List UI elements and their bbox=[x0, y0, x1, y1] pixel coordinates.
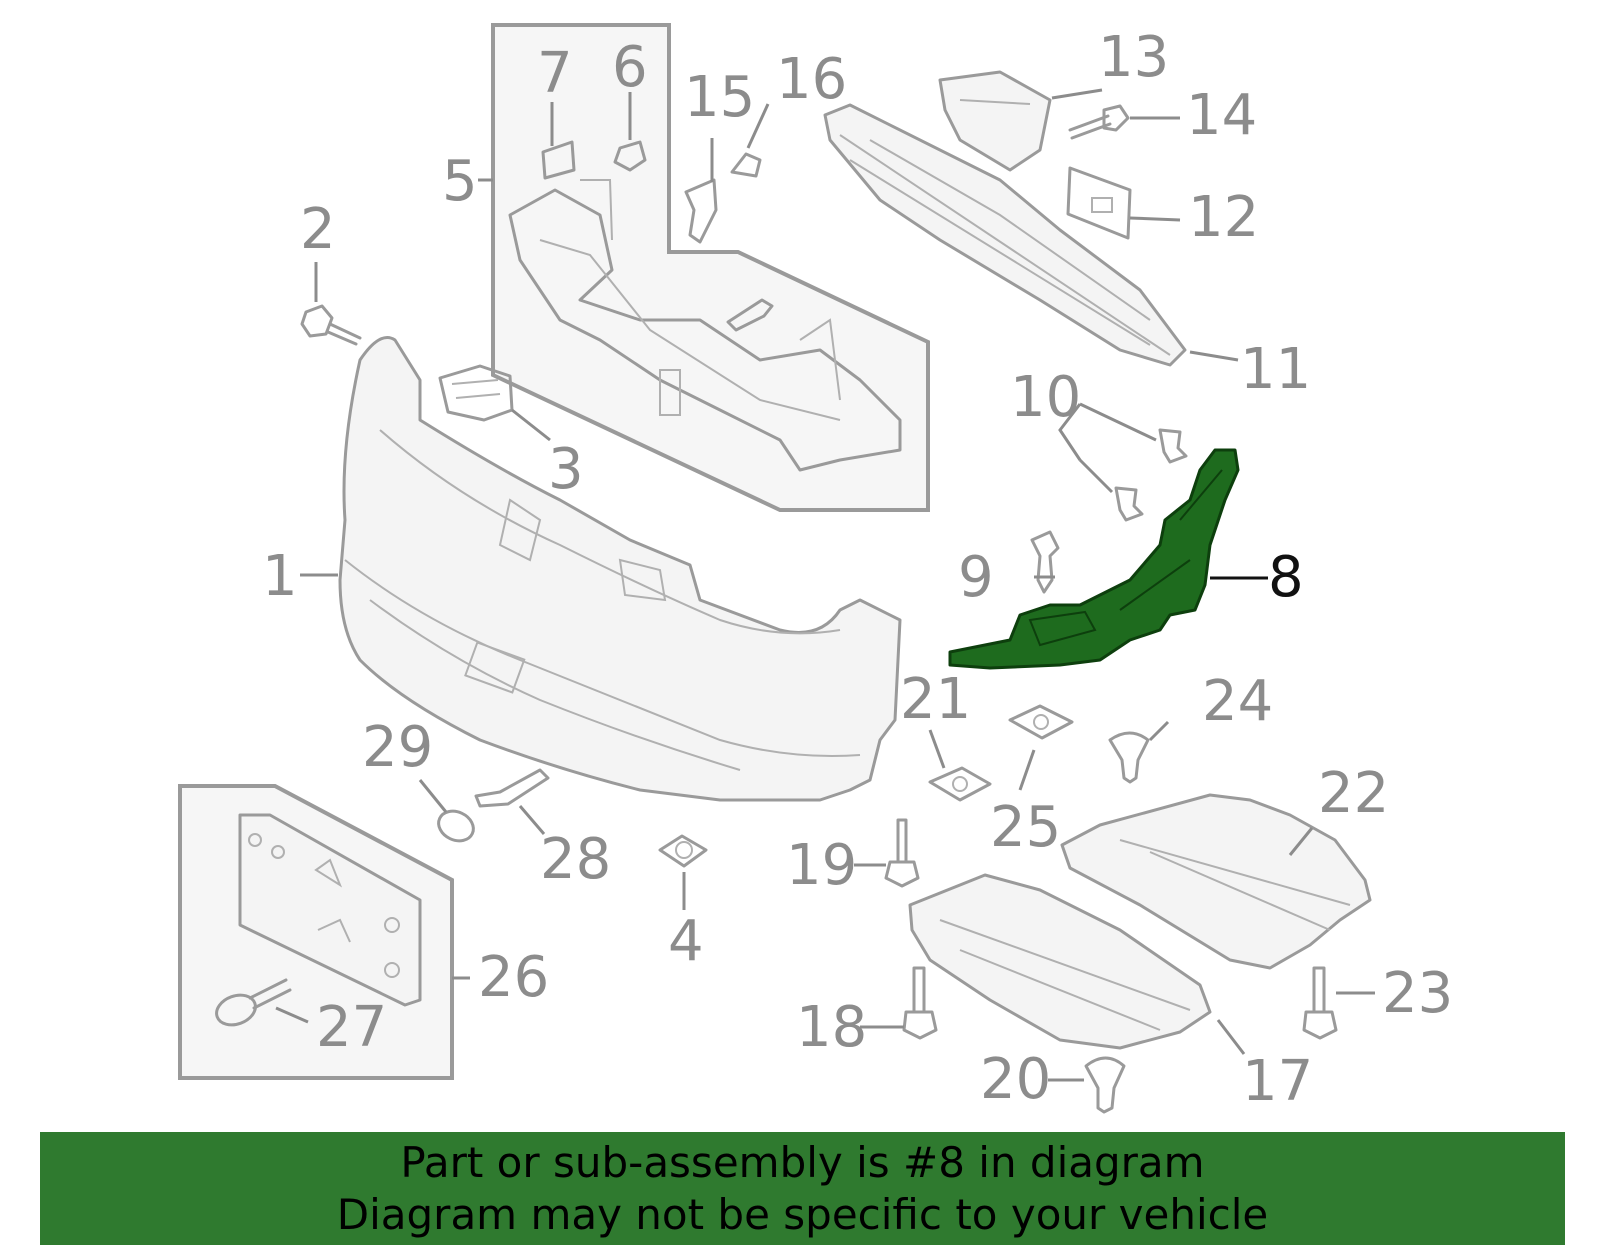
callout-13: 13 bbox=[1098, 25, 1169, 90]
banner-line-1: Part or sub-assembly is #8 in diagram bbox=[400, 1137, 1205, 1187]
banner-line-2: Diagram may not be specific to your vehi… bbox=[336, 1189, 1269, 1239]
clip-10a[interactable] bbox=[1158, 428, 1188, 464]
bolt-19[interactable] bbox=[884, 818, 920, 888]
under-cover-22[interactable] bbox=[1060, 793, 1372, 970]
callout-4: 4 bbox=[668, 909, 704, 974]
group-5-box bbox=[491, 23, 930, 512]
bolt-inside-box bbox=[726, 298, 774, 332]
bolt-18[interactable] bbox=[902, 966, 938, 1040]
plate-12[interactable] bbox=[1066, 166, 1132, 240]
callout-18: 18 bbox=[796, 995, 867, 1060]
callout-14: 14 bbox=[1186, 83, 1257, 148]
bolt-23[interactable] bbox=[1302, 966, 1338, 1040]
push-pin-20[interactable] bbox=[1084, 1056, 1126, 1114]
bracket-3[interactable] bbox=[438, 364, 514, 422]
callout-20: 20 bbox=[980, 1047, 1051, 1112]
callout-12: 12 bbox=[1188, 185, 1259, 250]
plug-29[interactable] bbox=[434, 806, 478, 847]
callout-27: 27 bbox=[316, 995, 387, 1060]
bolt-14[interactable] bbox=[1068, 104, 1130, 140]
pad-7[interactable] bbox=[541, 140, 576, 180]
clip-10b[interactable] bbox=[1114, 486, 1144, 522]
bolt-2[interactable] bbox=[300, 304, 362, 346]
bracket-8-highlighted[interactable] bbox=[948, 448, 1240, 670]
leader-lines bbox=[275, 88, 1375, 1082]
bumper-cover[interactable] bbox=[338, 336, 902, 802]
callout-5: 5 bbox=[442, 149, 478, 214]
push-pin-9[interactable] bbox=[1030, 530, 1060, 594]
grille-11[interactable] bbox=[823, 103, 1187, 367]
callout-7: 7 bbox=[537, 41, 573, 106]
callout-23: 23 bbox=[1382, 961, 1453, 1026]
bracket-15[interactable] bbox=[684, 178, 718, 244]
bracket-13[interactable] bbox=[938, 70, 1052, 172]
callout-labels: 1 2 3 4 5 6 7 8 9 10 11 12 13 14 15 16 1… bbox=[262, 25, 1453, 1114]
reinforcement-5[interactable] bbox=[508, 179, 902, 472]
callout-28: 28 bbox=[540, 827, 611, 892]
clip-6[interactable] bbox=[613, 140, 647, 172]
push-pin-24[interactable] bbox=[1108, 731, 1150, 784]
nut-clip-25[interactable] bbox=[1008, 704, 1074, 740]
callout-8: 8 bbox=[1268, 545, 1304, 610]
callout-19: 19 bbox=[786, 833, 857, 898]
callout-16: 16 bbox=[776, 47, 847, 112]
callout-11: 11 bbox=[1240, 337, 1311, 402]
callout-29: 29 bbox=[362, 715, 433, 780]
info-banner: Part or sub-assembly is #8 in diagram Di… bbox=[40, 1132, 1565, 1245]
under-cover-17[interactable] bbox=[908, 873, 1212, 1050]
callout-15: 15 bbox=[684, 65, 755, 130]
callout-1: 1 bbox=[262, 544, 298, 609]
license-bracket-26[interactable] bbox=[238, 813, 422, 1007]
sensor-28[interactable] bbox=[474, 768, 550, 808]
callout-25: 25 bbox=[990, 795, 1061, 860]
callout-2: 2 bbox=[300, 197, 336, 262]
grommet-4[interactable] bbox=[658, 834, 708, 868]
callout-17: 17 bbox=[1242, 1049, 1313, 1114]
callout-10: 10 bbox=[1010, 365, 1081, 430]
callout-22: 22 bbox=[1318, 761, 1389, 826]
screw-27[interactable] bbox=[212, 978, 292, 1030]
callout-6: 6 bbox=[612, 35, 648, 100]
callout-3: 3 bbox=[548, 437, 584, 502]
callout-26: 26 bbox=[478, 945, 549, 1010]
callout-24: 24 bbox=[1202, 669, 1273, 734]
callout-21: 21 bbox=[900, 667, 971, 732]
nut-clip-21[interactable] bbox=[928, 766, 992, 802]
callout-9: 9 bbox=[958, 545, 994, 610]
clip-16[interactable] bbox=[730, 152, 762, 178]
